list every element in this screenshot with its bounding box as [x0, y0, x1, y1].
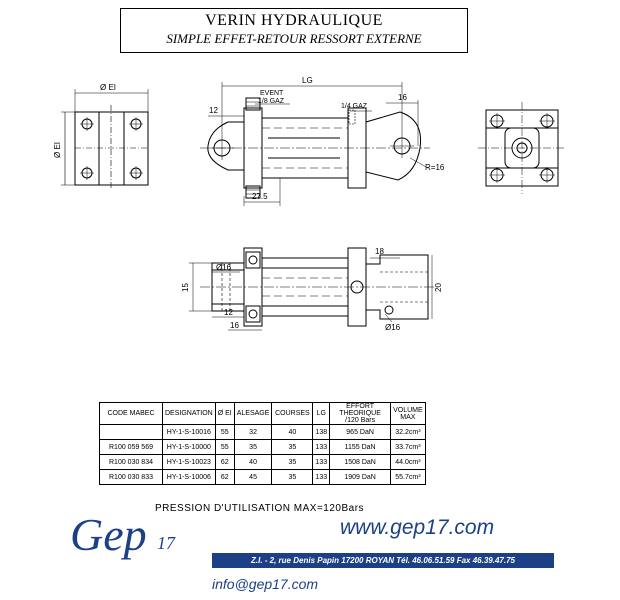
spec-table: CODE MABEC DESIGNATION Ø EI ALESAGE COUR…: [99, 402, 426, 485]
pressure-note: PRESSION D'UTILISATION MAX=120Bars: [155, 503, 365, 514]
dim-16-bottom: 16: [230, 321, 239, 330]
table-cell: HY-1-S-10006: [162, 469, 216, 485]
table-cell: 44.0cm³: [390, 454, 426, 470]
company-logo-number: 17: [157, 533, 175, 553]
table-header: VOLUME MAX: [390, 402, 426, 425]
dim-15: 15: [181, 283, 190, 292]
table-cell: 40: [233, 454, 273, 470]
table-cell: 35: [271, 454, 314, 470]
dim-27-5: 27.5: [252, 192, 268, 201]
table-cell: 55: [214, 424, 235, 440]
table-header: COURSES: [271, 402, 314, 425]
table-cell: 965 DaN: [329, 424, 392, 440]
table-cell: 138: [312, 424, 331, 440]
table-cell: 45: [233, 469, 273, 485]
table-header: CODE MABEC: [99, 402, 163, 425]
website-link[interactable]: www.gep17.com: [340, 516, 495, 539]
table-row: HY-1-S-10016 55 32 40 138 965 DaN 32.2cm…: [99, 424, 426, 440]
dim-12-bottom: 12: [224, 308, 233, 317]
table-cell: 1508 DaN: [329, 454, 392, 470]
table-header: ALESAGE: [233, 402, 273, 425]
event-thread: 1/8 GAZ: [258, 98, 285, 105]
table-cell: R100 030 833: [99, 469, 163, 485]
cylinder-plan-view: [189, 247, 438, 331]
table-cell: 1155 DaN: [329, 439, 392, 455]
table-cell: HY-1-S-10000: [162, 439, 216, 455]
table-cell: 55: [214, 439, 235, 455]
table-header: LG: [312, 402, 331, 425]
table-cell: 133: [312, 439, 331, 455]
table-cell: 133: [312, 469, 331, 485]
radius-label: R=16: [425, 163, 445, 172]
dim-ei-top: Ø EI: [100, 83, 116, 92]
table-cell: 1909 DaN: [329, 469, 392, 485]
table-cell: 62: [214, 454, 235, 470]
table-header: Ø EI: [214, 402, 235, 425]
dim-20: 20: [434, 283, 443, 292]
table-cell: 35: [271, 469, 314, 485]
right-end-view: [478, 102, 566, 194]
address-bar: Z.I. - 2, rue Denis Papin 17200 ROYAN Té…: [212, 553, 554, 568]
table-cell: 35: [271, 439, 314, 455]
table-cell: HY-1-S-10023: [162, 454, 216, 470]
dim-18: 18: [375, 247, 384, 256]
table-cell: 32: [233, 424, 273, 440]
dim-16-top: 16: [398, 93, 407, 102]
table-cell: 133: [312, 454, 331, 470]
table-header: EFFORT THEORIQUE /120 Bars: [329, 402, 392, 425]
table-cell: 40: [271, 424, 314, 440]
table-cell: R100 030 834: [99, 454, 163, 470]
table-cell: 32.2cm³: [390, 424, 426, 440]
table-row: R100 059 569 HY-1-S-10000 55 35 35 133 1…: [99, 439, 426, 455]
table-cell: 55.7cm³: [390, 469, 426, 485]
cylinder-side-view: [200, 82, 430, 206]
table-cell: R100 059 569: [99, 439, 163, 455]
dim-ei-side: Ø EI: [53, 142, 62, 158]
company-logo: Gep: [70, 509, 147, 560]
email-link[interactable]: info@gep17.com: [212, 576, 319, 592]
table-cell: HY-1-S-10016: [162, 424, 216, 440]
page-title: VERIN HYDRAULIQUE: [205, 12, 383, 29]
table-row: R100 030 833 HY-1-S-10006 62 45 35 133 1…: [99, 469, 426, 485]
table-row: R100 030 834 HY-1-S-10023 62 40 35 133 1…: [99, 454, 426, 470]
table-header: DESIGNATION: [162, 402, 216, 425]
table-cell: 33.7cm³: [390, 439, 426, 455]
dim-phi16-right: Ø16: [385, 323, 401, 332]
dim-lg: LG: [302, 76, 313, 85]
port-thread: 1/4 GAZ: [341, 103, 368, 110]
left-flange-view: [61, 89, 149, 190]
table-cell: [99, 424, 163, 440]
table-header-row: CODE MABEC DESIGNATION Ø EI ALESAGE COUR…: [99, 402, 426, 425]
dim-phi16-left: Ø16: [216, 263, 232, 272]
table-cell: 35: [233, 439, 273, 455]
dim-12-top: 12: [209, 106, 218, 115]
title-box: VERIN HYDRAULIQUE SIMPLE EFFET-RETOUR RE…: [120, 8, 468, 53]
table-cell: 62: [214, 469, 235, 485]
page-subtitle: SIMPLE EFFET-RETOUR RESSORT EXTERNE: [166, 31, 422, 46]
technical-drawing: Ø EI Ø EI: [53, 76, 566, 332]
event-label: EVENT: [260, 90, 284, 97]
